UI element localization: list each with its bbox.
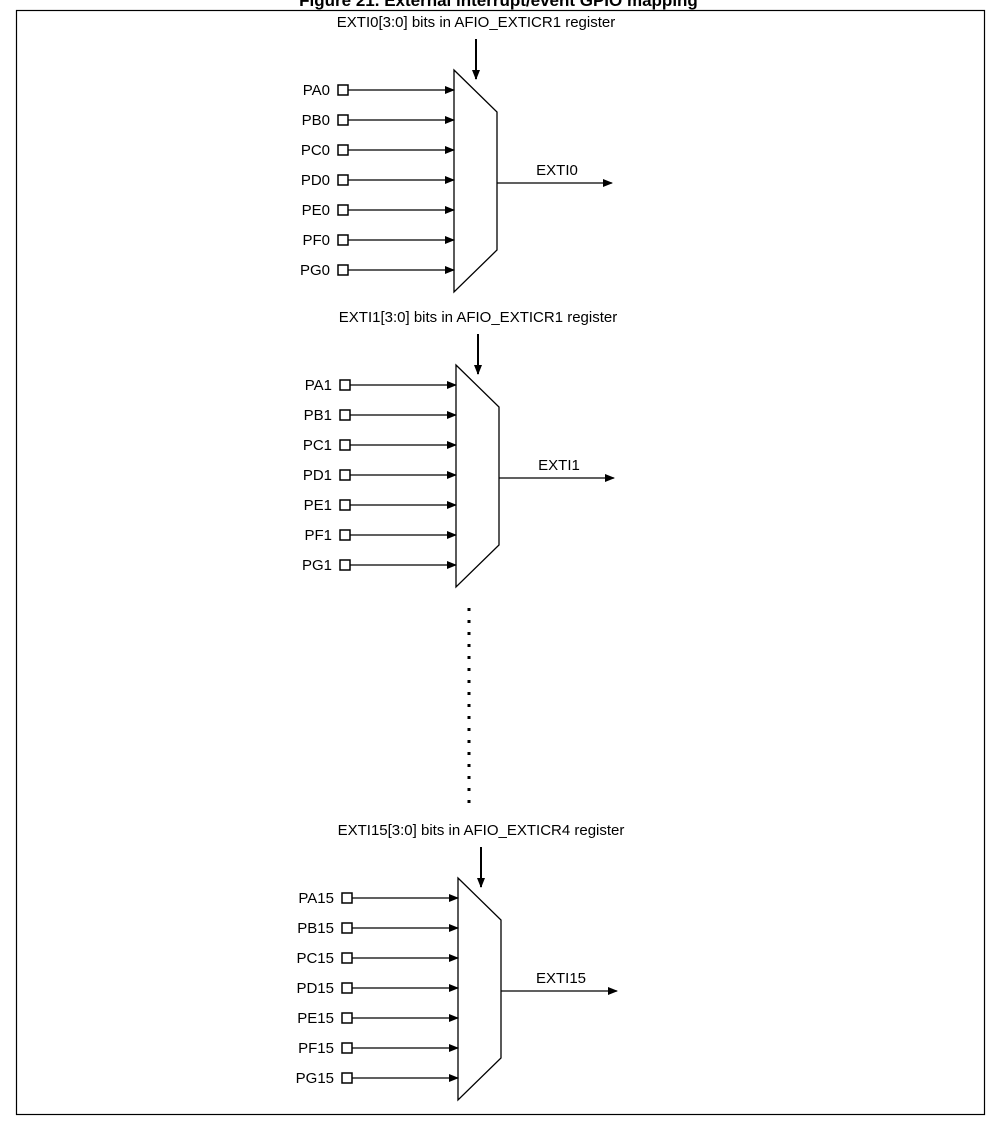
- gpio-pin-label: PB0: [302, 112, 330, 129]
- gpio-pin-label: PD15: [296, 980, 334, 997]
- figure-frame: [15, 9, 986, 1116]
- gpio-pin-label: PA1: [305, 377, 332, 394]
- multiplexer: [453, 68, 498, 294]
- select-register-label: EXTI0[3:0] bits in AFIO_EXTICR1 register: [337, 14, 615, 31]
- gpio-pin-label: PC0: [301, 142, 330, 159]
- gpio-pin-pad: [337, 234, 349, 246]
- exti-output-label: EXTI15: [536, 970, 586, 987]
- gpio-pin-label: PF15: [298, 1040, 334, 1057]
- gpio-pin-pad: [339, 559, 351, 571]
- gpio-pin-pad: [339, 529, 351, 541]
- mux-blocks: EXTI0[3:0] bits in AFIO_EXTICR1 register…: [296, 14, 625, 1102]
- gpio-pin-pad: [339, 379, 351, 391]
- select-register-label: EXTI15[3:0] bits in AFIO_EXTICR4 registe…: [338, 822, 625, 839]
- gpio-pin-pad: [341, 952, 353, 964]
- gpio-pin-pad: [337, 174, 349, 186]
- gpio-pin-pad: [337, 84, 349, 96]
- gpio-pin-label: PE1: [304, 497, 332, 514]
- select-register-label: EXTI1[3:0] bits in AFIO_EXTICR1 register: [339, 309, 617, 326]
- gpio-pin-label: PF0: [302, 232, 330, 249]
- gpio-pin-pad: [341, 922, 353, 934]
- gpio-pin-pad: [337, 264, 349, 276]
- multiplexer: [457, 876, 502, 1102]
- gpio-pin-label: PE15: [297, 1010, 334, 1027]
- gpio-pin-label: PE0: [302, 202, 330, 219]
- gpio-pin-pad: [339, 469, 351, 481]
- gpio-pin-label: PF1: [304, 527, 332, 544]
- gpio-pin-label: PD0: [301, 172, 330, 189]
- gpio-pin-pad: [339, 499, 351, 511]
- gpio-pin-pad: [341, 1072, 353, 1084]
- gpio-pin-label: PB15: [297, 920, 334, 937]
- gpio-pin-label: PA15: [298, 890, 334, 907]
- gpio-pin-label: PG1: [302, 557, 332, 574]
- mux-block: EXTI0[3:0] bits in AFIO_EXTICR1 register…: [300, 14, 615, 294]
- gpio-pin-pad: [341, 1012, 353, 1024]
- multiplexer: [455, 363, 500, 589]
- exti-output-label: EXTI0: [536, 162, 578, 179]
- mux-block: EXTI1[3:0] bits in AFIO_EXTICR1 register…: [302, 309, 617, 589]
- gpio-pin-pad: [337, 144, 349, 156]
- gpio-pin-label: PG0: [300, 262, 330, 279]
- gpio-pin-pad: [341, 892, 353, 904]
- gpio-pin-label: PC15: [296, 950, 334, 967]
- gpio-pin-pad: [341, 1042, 353, 1054]
- gpio-pin-label: PB1: [304, 407, 332, 424]
- gpio-pin-pad: [337, 114, 349, 126]
- gpio-pin-label: PC1: [303, 437, 332, 454]
- exti-output-label: EXTI1: [538, 457, 580, 474]
- gpio-pin-pad: [339, 409, 351, 421]
- gpio-pin-pad: [339, 439, 351, 451]
- gpio-pin-pad: [337, 204, 349, 216]
- mux-block: EXTI15[3:0] bits in AFIO_EXTICR4 registe…: [296, 822, 625, 1102]
- gpio-pin-pad: [341, 982, 353, 994]
- gpio-pin-label: PG15: [296, 1070, 334, 1087]
- gpio-pin-label: PA0: [303, 82, 330, 99]
- gpio-pin-label: PD1: [303, 467, 332, 484]
- figure-title: Figure 21. External interrupt/event GPIO…: [299, 0, 698, 10]
